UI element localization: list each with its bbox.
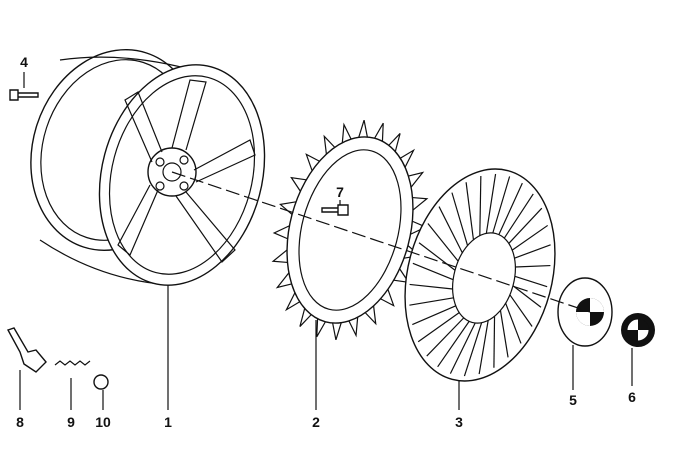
cover-spoke: [412, 262, 454, 281]
cover-spoke: [465, 182, 475, 240]
fan-ring: [271, 119, 429, 341]
cover-spoke: [505, 302, 522, 344]
cover-spoke: [478, 320, 489, 375]
callout-7: 7: [336, 184, 344, 200]
fan-fin: [358, 119, 368, 138]
cover-spoke: [514, 275, 548, 288]
cover-spoke: [418, 242, 456, 271]
cover-spoke: [508, 207, 543, 244]
valve-cap: [93, 374, 109, 390]
fan-fin: [380, 289, 395, 307]
fan-fin: [374, 122, 384, 142]
cover-spoke: [409, 283, 453, 290]
fan-fin: [305, 153, 320, 171]
callout-1: 1: [164, 414, 172, 430]
hub-cap: [557, 277, 613, 347]
fan-fin: [364, 305, 377, 326]
cover-spoke: [451, 192, 469, 246]
fan-fin: [323, 134, 336, 155]
cover-spoke: [498, 182, 523, 235]
fan-fin: [272, 225, 290, 240]
cover-spoke: [509, 294, 533, 327]
fan-fin: [412, 196, 429, 211]
emblem: [621, 313, 655, 347]
cover-spoke: [492, 176, 511, 234]
callout-10: 10: [95, 414, 111, 430]
callout-2: 2: [312, 414, 320, 430]
callout-9: 9: [67, 414, 75, 430]
fan-fin: [299, 308, 312, 327]
fan-fin: [316, 318, 326, 338]
bolt: [9, 89, 39, 101]
callout-5: 5: [569, 392, 577, 408]
cover-spoke: [503, 193, 534, 239]
callout-6: 6: [628, 389, 636, 405]
fan-fin: [388, 133, 401, 152]
cover-spoke: [485, 173, 497, 234]
cover-spoke: [511, 224, 549, 251]
cover-spoke: [512, 285, 542, 308]
cover-spoke: [427, 223, 459, 262]
wheel-rim: [30, 49, 266, 286]
fan-fin: [290, 176, 307, 192]
fan-fin: [341, 122, 352, 143]
cover-spoke: [426, 317, 465, 357]
cover-spoke: [479, 175, 482, 236]
screw: [321, 204, 349, 216]
cover-spoke: [438, 206, 463, 254]
fan-fin: [271, 249, 288, 264]
callout-3: 3: [455, 414, 463, 430]
fan-fin: [348, 317, 359, 338]
fan-fin: [284, 292, 301, 312]
valve: [6, 327, 47, 373]
cover-spoke: [409, 297, 454, 306]
fan-fin: [399, 148, 416, 168]
cover-spoke: [463, 322, 483, 377]
fan-fin: [408, 171, 425, 188]
cover-spoke: [515, 264, 551, 268]
callout-4: 4: [20, 54, 28, 70]
valve-insert: [54, 360, 91, 366]
cover-spoke: [449, 322, 476, 374]
cover-spoke: [417, 312, 460, 343]
callout-8: 8: [16, 414, 24, 430]
cover-spoke: [437, 321, 470, 368]
cover-spoke: [412, 305, 456, 326]
fan-fin: [275, 272, 292, 289]
cover-spoke: [493, 316, 496, 368]
cover-spoke: [514, 244, 551, 259]
cover-spoke: [499, 310, 509, 358]
fan-fin: [332, 322, 342, 341]
